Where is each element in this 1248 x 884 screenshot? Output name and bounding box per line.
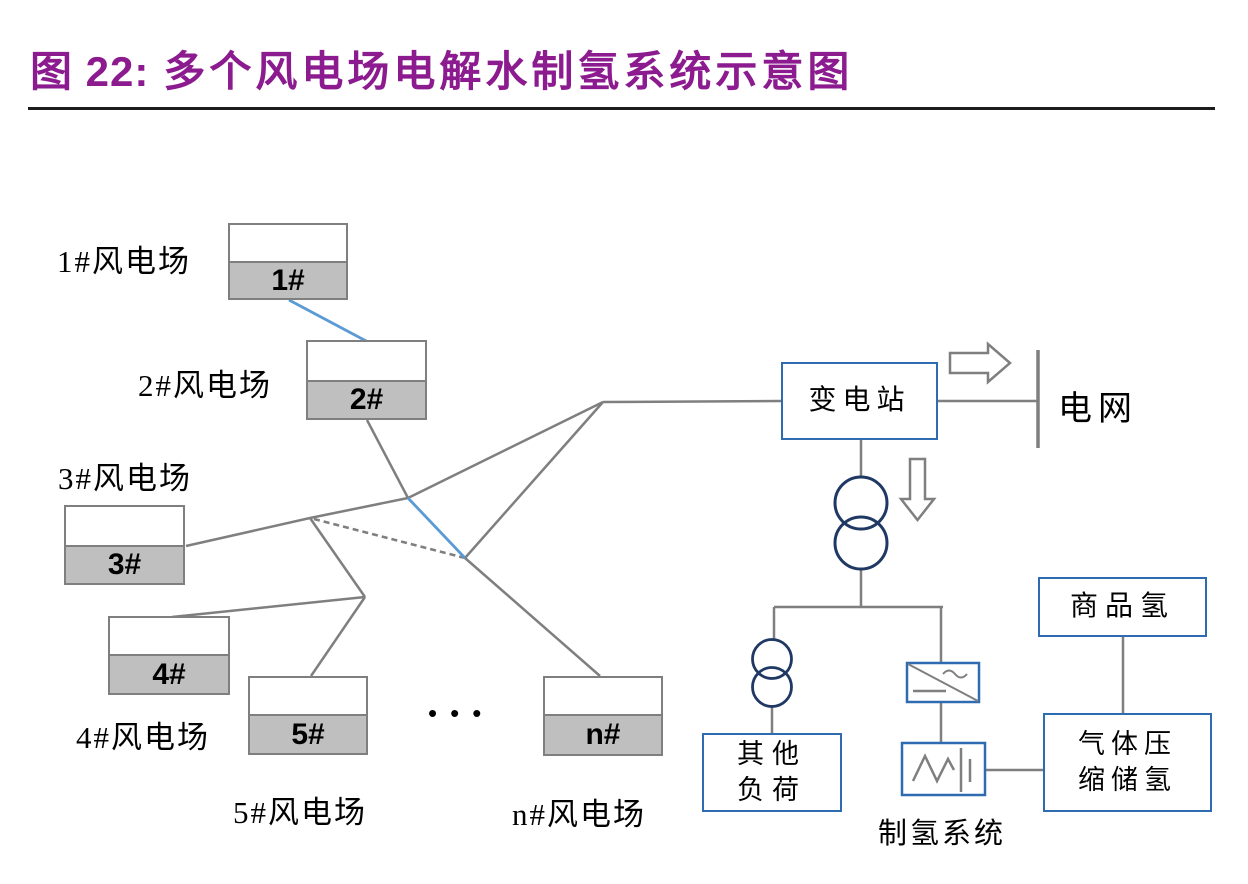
farm-box-n: n# <box>543 676 663 756</box>
wire-junction2-collector <box>464 401 604 559</box>
farm-label-4: 4#风电场 <box>76 720 210 755</box>
transformer-circle <box>751 666 793 708</box>
hydrogen-system-label: 制氢系统 <box>878 818 1007 850</box>
electrolyzer-icon <box>900 741 987 797</box>
farm-box-top <box>66 507 183 545</box>
wire-farm2-junction1 <box>365 419 410 499</box>
farm-box-1: 1# <box>228 223 348 300</box>
transformer-circle <box>833 515 889 571</box>
commodity-hydrogen-box: 商品氢 <box>1038 577 1207 637</box>
wire-junction4-farm5 <box>309 596 367 677</box>
transformer-main-icon <box>833 475 889 571</box>
collector-lines <box>171 399 782 677</box>
other-load-line1: 其他 <box>737 738 807 769</box>
wire-junction1-junction2-blue <box>406 497 467 559</box>
farm-label-5: 5#风电场 <box>233 795 367 830</box>
farm-box-top <box>110 618 228 654</box>
figure-title-text: 多个风电场电解水制氢系统示意图 <box>163 50 854 96</box>
transformer-circle <box>751 638 793 680</box>
farm-tag: 5# <box>250 714 366 753</box>
substation-box: 变电站 <box>781 362 938 440</box>
other-load-line2: 负荷 <box>737 774 807 805</box>
wire-junction1-junction3 <box>309 496 409 520</box>
grid-label: 电网 <box>1058 391 1138 428</box>
farm-tag: 2# <box>308 380 425 418</box>
wire-junction3-junction4 <box>308 517 367 598</box>
figure-title: 图 22: 多个风电场电解水制氢系统示意图 <box>30 38 1220 99</box>
farm-label-3: 3#风电场 <box>58 461 192 496</box>
substation-label: 变电站 <box>808 384 911 416</box>
farm-box-2: 2# <box>306 340 427 420</box>
transformer-load-icon <box>751 638 793 708</box>
title-divider <box>28 107 1215 110</box>
flow-arrow-down-icon <box>898 457 937 523</box>
farm-tag: 1# <box>230 261 346 298</box>
ac-wave-icon <box>942 669 968 679</box>
other-load-box: 其他 负荷 <box>702 733 842 812</box>
wire-junction4-farm4 <box>171 595 366 619</box>
commodity-hydrogen-label: 商品氢 <box>1069 590 1175 622</box>
converter-diagonal <box>907 663 979 702</box>
farm-tag: n# <box>545 714 661 754</box>
figure-number: 图 22: <box>30 48 150 95</box>
farm-tag: 3# <box>66 545 183 583</box>
wire-junction2-junction3 <box>309 516 466 560</box>
wire-junction1-collector <box>407 400 604 500</box>
wire-collector-substation <box>602 399 782 404</box>
farm-box-5: 5# <box>248 676 368 755</box>
wire-junction3-farm3 <box>185 516 311 548</box>
wire-farm1-farm2-blue <box>288 298 369 344</box>
highlighted-links <box>288 298 467 559</box>
gas-storage-line2: 缩储氢 <box>1078 764 1177 795</box>
wire-junction2-farmN <box>464 557 601 677</box>
gas-storage-box: 气体压 缩储氢 <box>1043 713 1212 812</box>
electrolyzer-zigzag <box>911 753 956 784</box>
farm-box-top <box>230 225 346 261</box>
flow-arrow-right-icon <box>948 341 1012 385</box>
farm-box-top <box>545 678 661 714</box>
distribution-lines <box>770 350 1125 772</box>
acdc-converter-icon <box>905 661 981 704</box>
farm-tag: 4# <box>110 654 228 693</box>
gas-storage-line1: 气体压 <box>1078 728 1177 759</box>
transformer-circle <box>833 475 889 531</box>
farm-box-top <box>250 678 366 714</box>
farm-box-top <box>308 342 425 380</box>
farm-label-1: 1#风电场 <box>57 244 191 279</box>
farm-label-n: n#风电场 <box>512 797 646 832</box>
farm-box-4: 4# <box>108 616 230 695</box>
farm-box-3: 3# <box>64 505 185 585</box>
more-farms-ellipsis: ••• <box>428 698 495 728</box>
farm-label-2: 2#风电场 <box>138 368 272 403</box>
